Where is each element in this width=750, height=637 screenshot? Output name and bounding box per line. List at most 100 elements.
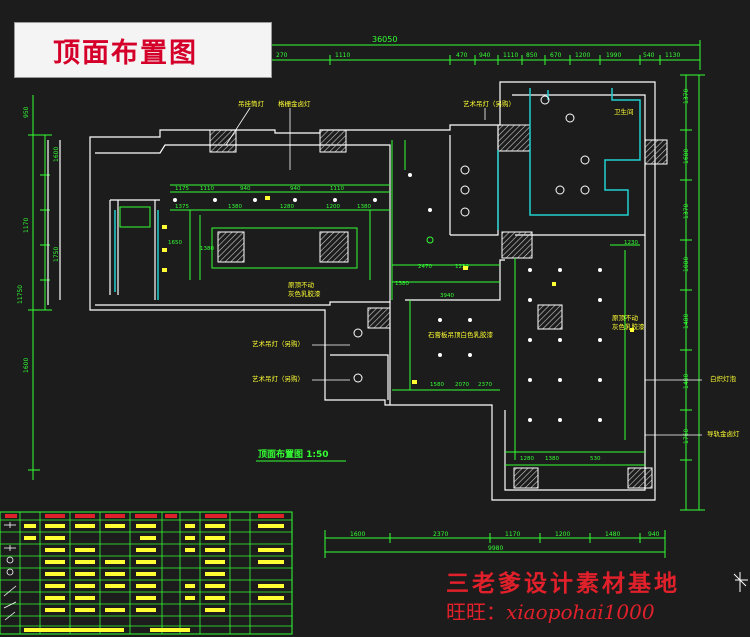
svg-text:1370: 1370	[683, 89, 690, 104]
svg-text:1580: 1580	[430, 382, 444, 388]
column	[513, 467, 539, 489]
svg-text:1200: 1200	[555, 531, 570, 538]
svg-text:1380: 1380	[545, 456, 559, 462]
svg-text:1280: 1280	[280, 204, 294, 210]
bottom-dimension-chain	[324, 530, 666, 558]
svg-text:1480: 1480	[683, 374, 690, 389]
svg-text:940: 940	[290, 186, 301, 192]
right-dimension-chain	[680, 74, 705, 511]
yellow-marks	[162, 196, 634, 384]
label-down-lamp: 导轨金卤灯	[707, 429, 740, 438]
svg-text:1110: 1110	[330, 186, 344, 192]
svg-text:1380: 1380	[200, 246, 214, 252]
legend-table	[0, 511, 293, 635]
label-gray-latex-left: 灰色乳胶漆	[288, 289, 321, 298]
label-original-top-right: 原顶不动	[612, 314, 639, 322]
light-fixtures	[173, 173, 602, 422]
svg-text:1380: 1380	[228, 204, 242, 210]
column	[367, 307, 391, 329]
right-dimension-labels: 1370 1680 1370 1080 1480 1480 1760	[683, 89, 690, 444]
svg-text:850: 850	[526, 52, 538, 59]
svg-text:顶面布置图 1:50: 顶面布置图 1:50	[258, 448, 329, 460]
column	[319, 129, 347, 153]
label-art-pendant-left2: 艺术吊灯（另购）	[252, 374, 304, 383]
page-title: 顶面布置图	[53, 37, 198, 69]
structural-columns	[209, 124, 668, 489]
svg-text:940: 940	[240, 186, 251, 192]
svg-text:1200: 1200	[326, 204, 340, 210]
svg-text:940: 940	[648, 531, 660, 538]
svg-text:1375: 1375	[175, 204, 189, 210]
svg-text:1370: 1370	[683, 204, 690, 219]
svg-text:540: 540	[643, 52, 655, 59]
svg-text:1080: 1080	[683, 257, 690, 272]
label-gray-latex-right: 灰色乳胶漆	[612, 322, 645, 331]
svg-text:2470: 2470	[418, 264, 432, 270]
left-dimension-labels: 11750 950 1170 1600 1600 1750	[17, 106, 60, 373]
label-restroom: 卫生间	[614, 107, 634, 116]
label-gypsum-ceiling: 石膏板吊顶白色乳胶漆	[428, 330, 494, 339]
svg-text:2070: 2070	[455, 382, 469, 388]
svg-text:1380: 1380	[357, 204, 371, 210]
title-banner: 顶面布置图	[14, 22, 272, 78]
svg-text:1480: 1480	[605, 531, 620, 538]
watermark-line2: 旺旺：xiaopohai1000	[446, 596, 655, 625]
svg-text:940: 940	[479, 52, 491, 59]
leader-lines	[225, 107, 702, 436]
watermark-prefix: 旺旺：	[446, 600, 506, 624]
svg-text:530: 530	[590, 456, 601, 462]
walls	[47, 81, 656, 501]
svg-text:1170: 1170	[23, 218, 30, 233]
column	[319, 231, 349, 263]
label-pendant-lamp: 吊挂筒灯	[238, 99, 265, 108]
watermark-id: xiaopohai1000	[506, 600, 655, 624]
svg-text:1110: 1110	[503, 52, 518, 59]
svg-text:670: 670	[550, 52, 562, 59]
svg-text:270: 270	[276, 52, 288, 59]
svg-text:9980: 9980	[488, 545, 503, 552]
svg-text:1230: 1230	[455, 264, 469, 270]
svg-text:2370: 2370	[478, 382, 492, 388]
annotation-labels: 吊挂筒灯 格栅金卤灯 艺术吊灯（另购） 卫生间 艺术吊灯（另购） 艺术吊灯（另购…	[238, 99, 740, 438]
column	[627, 467, 653, 489]
svg-text:1680: 1680	[683, 149, 690, 164]
interior-dimension-labels: 1110 940 940 1110 1175 1375 1380 1280 12…	[168, 186, 638, 462]
svg-text:1760: 1760	[683, 429, 690, 444]
column	[209, 129, 237, 153]
cyan-fixture-lines	[114, 88, 641, 300]
top-total-dimension: 36050	[372, 35, 397, 44]
column	[501, 231, 533, 259]
svg-text:1380: 1380	[395, 281, 409, 287]
svg-text:3940: 3940	[440, 293, 454, 299]
column	[217, 231, 245, 263]
bottom-dimension-labels: 1600 2370 1170 1200 1480 940 9980	[350, 531, 660, 552]
label-art-pendant-top: 艺术吊灯（另购）	[463, 99, 515, 108]
svg-text:1110: 1110	[200, 186, 214, 192]
svg-text:1480: 1480	[683, 314, 690, 329]
column	[537, 304, 563, 330]
svg-text:1600: 1600	[350, 531, 365, 538]
svg-text:1130: 1130	[665, 52, 680, 59]
svg-text:1990: 1990	[606, 52, 621, 59]
column	[497, 124, 531, 152]
watermark-line1: 三老爹设计素材基地	[446, 570, 680, 597]
svg-text:11750: 11750	[17, 285, 24, 304]
svg-text:470: 470	[456, 52, 468, 59]
label-original-top-left: 原顶不动	[288, 281, 315, 289]
svg-text:1600: 1600	[23, 358, 30, 373]
top-segment-labels: 270 1110 470 940 1110 850 670 1200 1990 …	[276, 52, 680, 59]
svg-text:1230: 1230	[624, 240, 638, 246]
svg-text:1110: 1110	[335, 52, 350, 59]
north-arrow-icon	[733, 572, 748, 592]
pendant-lamp-symbols	[353, 95, 590, 383]
svg-text:1200: 1200	[575, 52, 590, 59]
svg-text:1600: 1600	[53, 147, 60, 162]
label-white-tube-light: 白炽灯泡	[710, 374, 737, 383]
svg-text:1750: 1750	[53, 247, 60, 262]
interior-details	[119, 140, 645, 466]
svg-text:1650: 1650	[168, 240, 182, 246]
svg-text:950: 950	[23, 106, 30, 118]
label-art-pendant-left1: 艺术吊灯（另购）	[252, 339, 304, 348]
svg-text:1170: 1170	[505, 531, 520, 538]
